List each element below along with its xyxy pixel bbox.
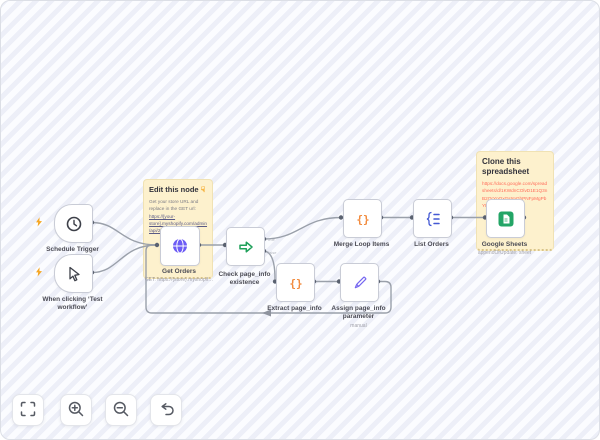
zoom-to-fit-button[interactable] (12, 394, 44, 426)
svg-text:{}: {} (289, 277, 302, 290)
if-branch-icon (237, 238, 255, 256)
node-label: Extract page_info (267, 305, 322, 312)
zoom-out-button[interactable] (105, 394, 137, 426)
trigger-bolt-icon (36, 267, 42, 277)
node-label: Merge Loop Items (333, 241, 390, 248)
node-google-sheets[interactable] (486, 199, 525, 238)
split-out-icon (424, 210, 442, 228)
code-braces-icon: {} (354, 210, 372, 228)
node-manual-trigger[interactable] (54, 254, 93, 293)
reset-zoom-button[interactable] (150, 394, 182, 426)
clock-icon (65, 215, 83, 233)
node-check-page-info[interactable] (226, 227, 265, 266)
node-label: Schedule Trigger (46, 246, 99, 253)
node-get-orders[interactable] (160, 226, 200, 266)
branch-label-false: false (268, 250, 277, 255)
node-assign-page-info[interactable] (340, 263, 379, 302)
globe-icon (171, 237, 189, 255)
branch-label-true: true (268, 237, 276, 242)
zoom-in-button[interactable] (60, 394, 92, 426)
sticky-title: Clone this spreadsheet (482, 157, 530, 176)
undo-arrow-icon (157, 400, 175, 421)
pointing-down-hand-icon: ☟ (200, 185, 206, 194)
pencil-icon (351, 274, 369, 292)
node-label: Check page_info existence (218, 271, 271, 287)
svg-text:{}: {} (356, 213, 369, 226)
code-braces-icon: {} (287, 274, 305, 292)
node-label: Get Orders (162, 268, 196, 275)
loop-arrowhead (262, 309, 271, 317)
node-label: Assign page_info parameter (331, 305, 386, 321)
node-label: When clicking ‘Test workflow’ (42, 296, 103, 312)
node-extract-page-info[interactable]: {} (276, 263, 315, 302)
zoom-in-icon (67, 400, 85, 421)
node-merge-loop-items[interactable]: {} (343, 199, 382, 238)
cursor-icon (65, 265, 83, 283)
node-subtitle: manual (350, 323, 367, 329)
node-label: List Orders (414, 241, 449, 248)
zoom-to-fit-icon (19, 400, 37, 421)
zoom-out-icon (112, 400, 130, 421)
node-schedule-trigger[interactable] (54, 204, 93, 243)
node-list-orders[interactable] (413, 199, 452, 238)
trigger-bolt-icon (36, 217, 42, 227)
sticky-title: Edit this node ☟ (149, 185, 206, 194)
node-subtitle: appendOrUpdate: sheet (477, 250, 532, 256)
google-sheets-icon (497, 210, 515, 228)
node-label: Google Sheets (481, 241, 528, 248)
